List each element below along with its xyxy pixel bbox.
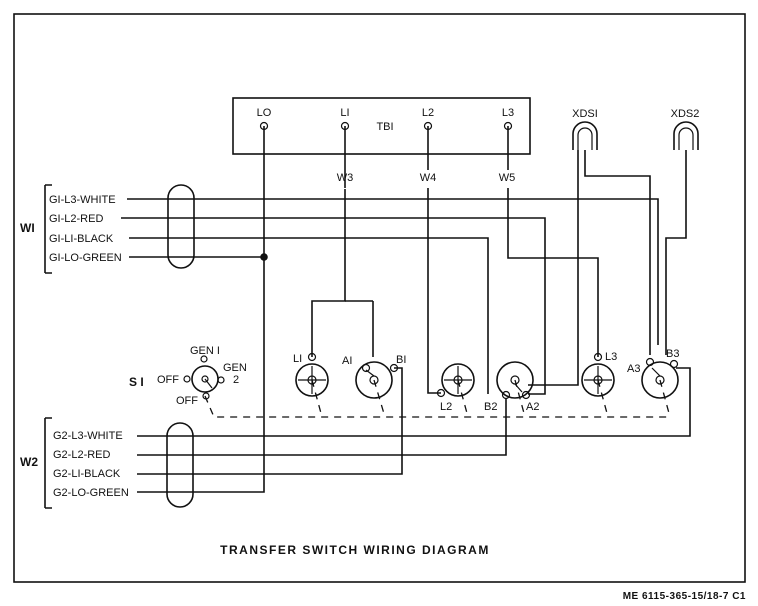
w2-conductor-l1: G2-LI-BLACK	[53, 468, 121, 480]
selector-position-gen1: GEN I	[190, 345, 220, 357]
drawing-number: ME 6115-365-15/18-7 C1	[623, 591, 746, 602]
switch-deck-2: AI BI	[342, 354, 406, 399]
receptacle-xds1-label: XDSI	[572, 108, 598, 120]
cable-w1: WI GI-L3-WHITE GI-L2-RED GI-LI-BLACK GI-…	[20, 184, 195, 274]
switch-deck-6: A3 B3	[627, 348, 679, 399]
receptacle-xds1	[572, 121, 598, 150]
cable-w2: W2 G2-L3-WHITE G2-L2-RED G2-LI-BLACK G2-…	[20, 417, 194, 509]
selector-position-off-left: OFF	[157, 374, 179, 386]
terminal-board: LO LI L2 L3 TBI	[232, 97, 531, 155]
selector-switch-label: S I	[129, 375, 144, 389]
cable-w2-label: W2	[20, 455, 38, 469]
switch-deck-5: L3	[581, 351, 617, 397]
switch-terminal-a3: A3	[627, 363, 640, 375]
switch-terminal-b1: BI	[396, 354, 406, 366]
ground-junction	[260, 253, 268, 261]
switch-deck-4: B2 A2	[484, 361, 539, 413]
w2-conductor-lo: G2-LO-GREEN	[53, 487, 129, 499]
selector-position-gen2-a: GEN	[223, 362, 247, 374]
receptacle-xds2	[673, 121, 699, 150]
switch-terminal-l3: L3	[605, 351, 617, 363]
terminal-board-name: TBI	[376, 121, 393, 133]
selector-position-off-bottom: OFF	[176, 395, 198, 407]
diagram-frame	[13, 13, 746, 583]
terminal-board-box	[232, 97, 531, 155]
w1-conductor-l3: GI-L3-WHITE	[49, 194, 116, 206]
terminal-l3-label: L3	[502, 107, 514, 119]
w1-conductor-l1: GI-LI-BLACK	[49, 233, 114, 245]
selector-position-gen2-b: 2	[233, 374, 239, 386]
cable-w2-sheath	[166, 422, 194, 508]
receptacle-xds2-label: XDS2	[671, 108, 700, 120]
w2-conductor-l3: G2-L3-WHITE	[53, 430, 123, 442]
switch-terminal-l2: L2	[440, 401, 452, 413]
switch-deck-3: L2	[436, 363, 475, 413]
switch-terminal-a1: AI	[342, 355, 352, 367]
w2-conductor-l2: G2-L2-RED	[53, 449, 111, 461]
wire-label-w4: W4	[420, 172, 437, 184]
switch-terminal-b3: B3	[666, 348, 679, 360]
terminal-l1-label: LI	[340, 107, 349, 119]
w1-conductor-lo: GI-LO-GREEN	[49, 252, 122, 264]
switch-deck-1: LI	[293, 352, 329, 397]
diagram-title: TRANSFER SWITCH WIRING DIAGRAM	[220, 543, 490, 557]
terminal-l2-label: L2	[422, 107, 434, 119]
wires	[121, 126, 691, 493]
terminal-lo-label: LO	[257, 107, 272, 119]
switch-terminal-l1: LI	[293, 353, 302, 365]
w1-conductor-l2: GI-L2-RED	[49, 213, 103, 225]
selector-switch-s1: S I GEN I GEN 2 OFF OFF	[129, 345, 247, 407]
wire-label-w5: W5	[499, 172, 516, 184]
switch-terminal-a2: A2	[526, 401, 539, 413]
switch-terminal-b2: B2	[484, 401, 497, 413]
cable-w1-label: WI	[20, 221, 35, 235]
cable-w1-sheath	[167, 184, 195, 269]
mechanical-linkage	[204, 379, 671, 418]
